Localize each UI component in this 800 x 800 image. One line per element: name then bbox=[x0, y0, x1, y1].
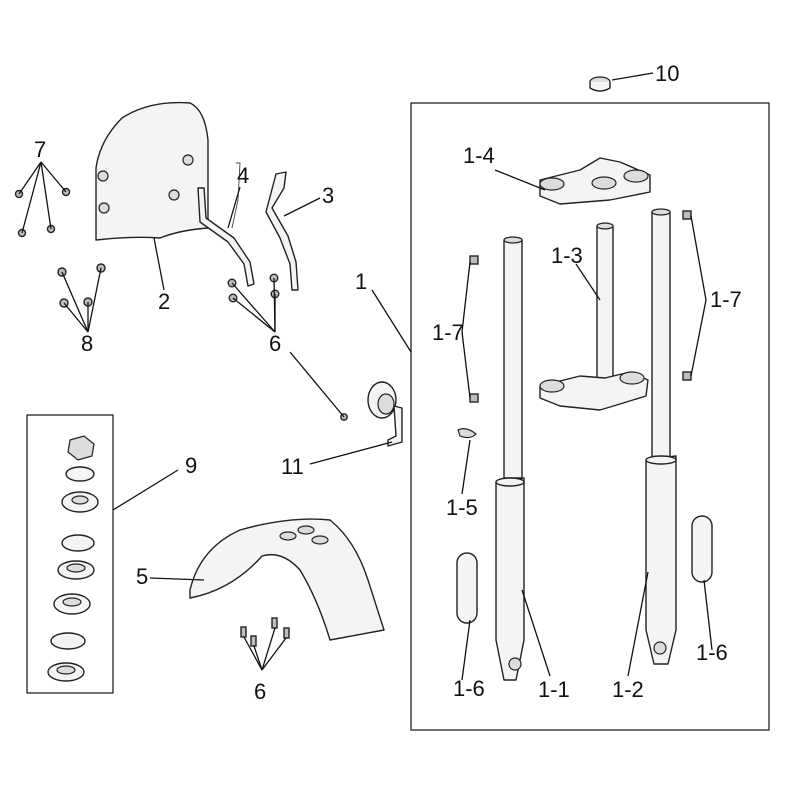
part-11-horn bbox=[367, 381, 403, 447]
callout-1-2: 1-2 bbox=[612, 677, 644, 702]
part-10-cap bbox=[589, 76, 611, 92]
part-6-bolts-lower bbox=[240, 617, 290, 647]
callout-3: 3 bbox=[322, 183, 334, 208]
part-3-bracket bbox=[265, 171, 299, 291]
part-1-4-upper-triple-clamp bbox=[539, 157, 651, 205]
callout-2: 2 bbox=[158, 289, 170, 314]
part-1-2-right-fork bbox=[645, 208, 677, 665]
callout-1-1: 1-1 bbox=[538, 677, 570, 702]
part-9-bearing-stack bbox=[47, 435, 99, 682]
callout-1-6-right: 1-6 bbox=[696, 640, 728, 665]
part-1-3-steering-stem bbox=[539, 222, 649, 411]
callout-1-4: 1-4 bbox=[463, 143, 495, 168]
callout-10: 10 bbox=[655, 61, 679, 86]
part-1-1-left-fork bbox=[495, 236, 525, 681]
callout-1-7-right: 1-7 bbox=[710, 287, 742, 312]
part-5-front-fender bbox=[189, 518, 385, 641]
part-4-bracket bbox=[197, 162, 255, 287]
callout-1-5: 1-5 bbox=[446, 495, 478, 520]
callout-labels: 10 1-4 7 4 3 2 8 6 1 1-3 1-7 1-7 9 11 1-… bbox=[34, 61, 742, 704]
part-2-windscreen bbox=[95, 101, 209, 241]
callout-11: 11 bbox=[281, 454, 304, 479]
part-6-bolts-upper bbox=[227, 273, 348, 421]
callout-5: 5 bbox=[136, 564, 148, 589]
callout-7: 7 bbox=[34, 137, 46, 162]
callout-1: 1 bbox=[355, 269, 367, 294]
steering-bearing-kit-frame bbox=[26, 414, 114, 694]
callout-9: 9 bbox=[185, 453, 197, 478]
callout-8: 8 bbox=[81, 331, 93, 356]
callout-6-lower: 6 bbox=[254, 679, 266, 704]
fork-assembly-frame bbox=[410, 102, 770, 731]
leader-lines bbox=[18, 72, 713, 681]
callout-6-upper: 6 bbox=[269, 331, 281, 356]
part-1-6-fork-guards bbox=[456, 515, 713, 624]
callout-1-7-left: 1-7 bbox=[432, 320, 464, 345]
callout-4: 4 bbox=[237, 163, 249, 188]
callout-1-3: 1-3 bbox=[551, 243, 583, 268]
part-1-5-clip bbox=[457, 428, 477, 439]
callout-1-6-left: 1-6 bbox=[453, 676, 485, 701]
